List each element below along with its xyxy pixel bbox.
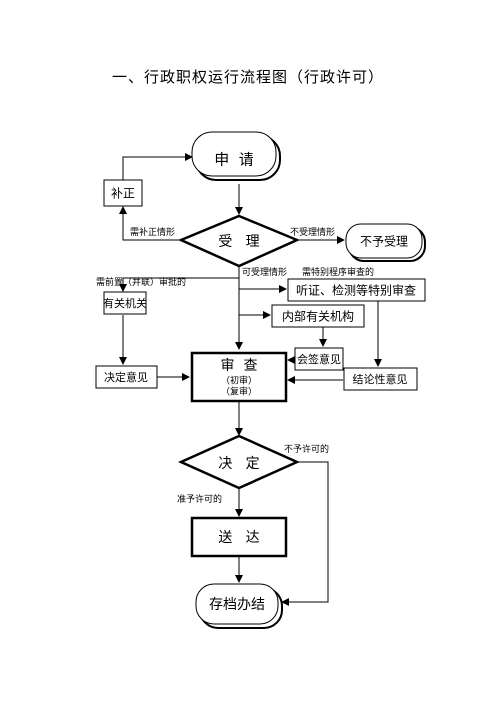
node-review-label: 审 查 — [221, 358, 258, 374]
node-internal-org: 内部有关机构 — [271, 304, 365, 328]
edge-accept-supplement — [119, 206, 181, 241]
node-internal-org-label: 内部有关机构 — [282, 309, 354, 324]
node-deliver: 送 达 — [190, 516, 288, 558]
label-special-procedure: 需特别程序审查的 — [302, 266, 374, 278]
edge-labels: 需补正情形 不受理情形 可受理情形 需特别程序审查的 需前置（并联）审批的 不予… — [96, 226, 374, 505]
node-review-first: （初审） — [221, 375, 257, 387]
node-not-accept: 不予受理 — [345, 223, 426, 262]
label-prior-approval: 需前置（并联）审批的 — [96, 276, 186, 288]
node-apply: 申 请 — [191, 131, 281, 181]
label-need-supplement: 需补正情形 — [130, 226, 175, 238]
node-related-org-label: 有关机关 — [103, 296, 147, 310]
node-joint-opinion: 会签意见 — [294, 347, 344, 371]
edge-accept-related — [119, 277, 239, 292]
node-decide-label: 决 定 — [218, 456, 259, 472]
node-supplement: 补正 — [103, 179, 143, 207]
node-decision-opinion-label: 决定意见 — [104, 370, 148, 384]
node-supplement-label: 补正 — [111, 187, 135, 201]
node-joint-opinion-label: 会签意见 — [297, 352, 341, 366]
label-permit: 准予许可的 — [177, 493, 222, 505]
node-related-org: 有关机关 — [103, 291, 147, 315]
node-decide: 决 定 — [177, 434, 301, 490]
node-accept-label: 受 理 — [218, 234, 259, 250]
label-acceptable: 可受理情形 — [242, 266, 287, 278]
node-hearing-label: 听证、检测等特别审查 — [296, 283, 416, 298]
node-apply-label: 申 请 — [214, 151, 254, 169]
edge-supplement-apply — [122, 153, 193, 180]
node-archive-label: 存档办结 — [209, 597, 265, 613]
node-accept: 受 理 — [177, 214, 301, 268]
label-not-acceptable: 不受理情形 — [290, 226, 335, 238]
node-conclusion-opinion-label: 结论性意见 — [353, 372, 408, 386]
node-archive: 存档办结 — [195, 583, 283, 629]
node-decision-opinion: 决定意见 — [95, 365, 158, 389]
label-not-permit: 不予许可的 — [284, 443, 329, 455]
node-review-second: （复审） — [221, 386, 257, 398]
node-deliver-label: 送 达 — [218, 530, 259, 546]
page-title: 一、行政职权运行流程图（行政许可） — [111, 68, 384, 86]
edge-decide-archive — [281, 461, 329, 606]
node-hearing: 听证、检测等特别审查 — [287, 278, 426, 302]
connectors — [119, 153, 382, 606]
node-not-accept-label: 不予受理 — [360, 235, 408, 249]
node-conclusion-opinion: 结论性意见 — [343, 367, 418, 391]
node-review: 审 查 （初审） （复审） — [190, 351, 288, 403]
